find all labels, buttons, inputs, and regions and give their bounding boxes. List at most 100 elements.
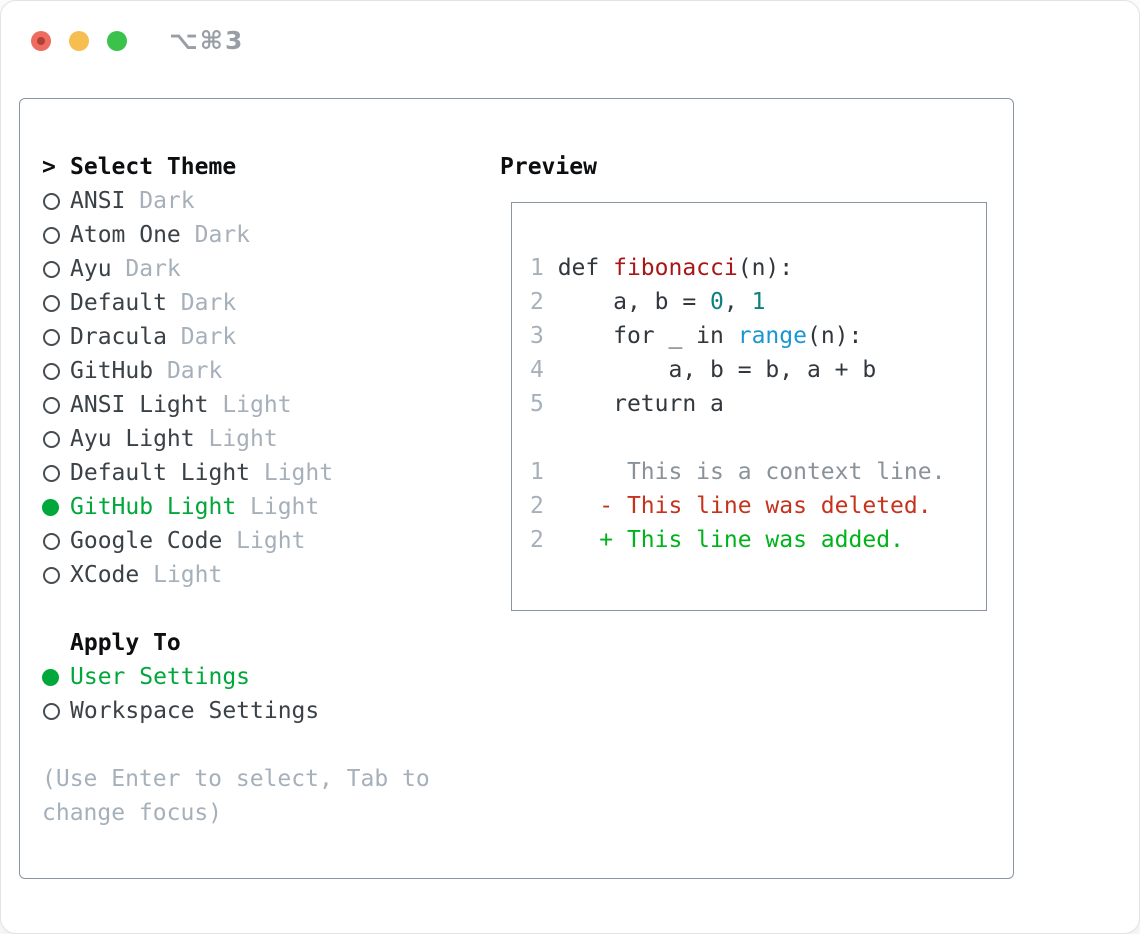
code-segment-func: fibonacci [613,255,738,281]
theme-item-atom-one[interactable]: Atom One Dark [42,218,492,252]
theme-item-dracula[interactable]: Dracula Dark [42,320,492,354]
radio-icon [43,464,60,482]
theme-item-label: GitHub [70,358,154,384]
titlebar: ⌥⌘3 [31,28,244,53]
close-dot-icon [37,36,45,45]
window-title: ⌥⌘3 [169,26,245,55]
theme-variant-tag: Dark [153,358,223,384]
radio-marker [42,362,70,380]
apply-option-label: Workspace Settings [70,698,320,724]
theme-item-github-light[interactable]: GitHub Light Light [42,490,492,524]
code-segment-plain: a, b = [557,289,711,315]
apply-to-header-row: Apply To [42,626,492,660]
line-number: 5 [530,391,558,417]
code-segment-plain: (n): [737,255,794,281]
code-segment-plain: , [723,289,752,315]
theme-variant-tag: Light [194,426,278,452]
close-button[interactable] [31,30,51,51]
theme-variant-tag: Light [208,392,292,418]
code-line: 5 return a [530,387,986,421]
apply-option-label: User Settings [70,664,251,690]
radio-marker [42,328,70,346]
code-segment-added: + This line was added. [557,527,904,553]
radio-marker [42,532,70,550]
code-segment-builtin: range [737,323,807,349]
theme-item-label: Default [70,290,167,316]
line-number: 2 [530,493,558,519]
apply-option-user-settings[interactable]: User Settings [42,660,492,694]
radio-marker [42,702,70,720]
radio-icon [43,396,60,414]
select-theme-header-row: > Select Theme [42,150,492,184]
theme-variant-tag: Dark [180,222,251,248]
diff-preview: 1 This is a context line.2 - This line w… [530,455,986,557]
radio-icon [43,226,60,244]
code-segment-plain: for _ in [557,323,738,349]
theme-item-label: Google Code [70,528,223,554]
theme-item-ansi-light[interactable]: ANSI Light Light [42,388,492,422]
code-line: 3 for _ in range(n): [530,319,986,353]
theme-variant-tag: Dark [111,256,181,282]
code-segment-plain: def [557,255,614,281]
code-line: 2 a, b = 0, 1 [530,285,986,319]
preview-header: Preview [500,154,597,180]
code-segment-num: 1 [751,289,766,315]
code-line: 4 a, b = b, a + b [530,353,986,387]
theme-item-ansi[interactable]: ANSI Dark [42,184,492,218]
radio-marker [42,498,70,516]
line-number: 4 [530,357,558,383]
radio-icon [43,328,60,346]
line-number: 1 [530,255,558,281]
theme-variant-tag: Dark [166,290,237,316]
theme-item-xcode[interactable]: XCode Light [42,558,492,592]
apply-to-header: Apply To [70,630,181,656]
theme-item-github[interactable]: GitHub Dark [42,354,492,388]
radio-icon [43,702,60,720]
theme-item-ayu-light[interactable]: Ayu Light Light [42,422,492,456]
spacer [42,728,492,762]
radio-icon [43,532,60,550]
radio-marker [42,668,70,686]
apply-option-workspace-settings[interactable]: Workspace Settings [42,694,492,728]
theme-item-ayu[interactable]: Ayu Dark [42,252,492,286]
code-segment-plain: (n): [806,323,863,349]
diff-line: 1 This is a context line. [530,455,986,489]
radio-icon [43,430,60,448]
theme-item-label: Ayu Light [70,426,195,452]
theme-item-label: Default Light [70,460,251,486]
select-theme-header: Select Theme [70,154,237,180]
theme-variant-tag: Light [250,460,334,486]
radio-icon [43,260,60,278]
radio-icon [43,362,60,380]
spacer [42,592,492,626]
theme-item-label: Atom One [70,222,181,248]
radio-icon [43,294,60,312]
theme-variant-tag: Light [139,562,223,588]
blank-line [530,421,986,455]
theme-variant-tag: Light [222,528,306,554]
maximize-button[interactable] [107,30,127,51]
theme-item-default-light[interactable]: Default Light Light [42,456,492,490]
theme-item-label: ANSI [70,188,126,214]
theme-variant-tag: Dark [125,188,195,214]
radio-marker [42,192,70,210]
theme-item-label: Ayu [70,256,112,282]
minimize-button[interactable] [69,30,89,51]
theme-variant-tag: Light [236,494,320,520]
diff-line: 2 + This line was added. [530,523,986,557]
theme-item-google-code[interactable]: Google Code Light [42,524,492,558]
radio-marker [42,294,70,312]
theme-item-default[interactable]: Default Dark [42,286,492,320]
radio-marker [42,430,70,448]
theme-item-label: ANSI Light [70,392,209,418]
hint-text: (Use Enter to select, Tab to change focu… [42,766,430,826]
line-number: 3 [530,323,558,349]
diff-line: 2 - This line was deleted. [530,489,986,523]
code-segment-context: This is a context line. [557,459,946,485]
theme-variant-tag: Dark [166,324,237,350]
theme-item-label: XCode [70,562,140,588]
code-segment-plain: return a [557,391,724,417]
